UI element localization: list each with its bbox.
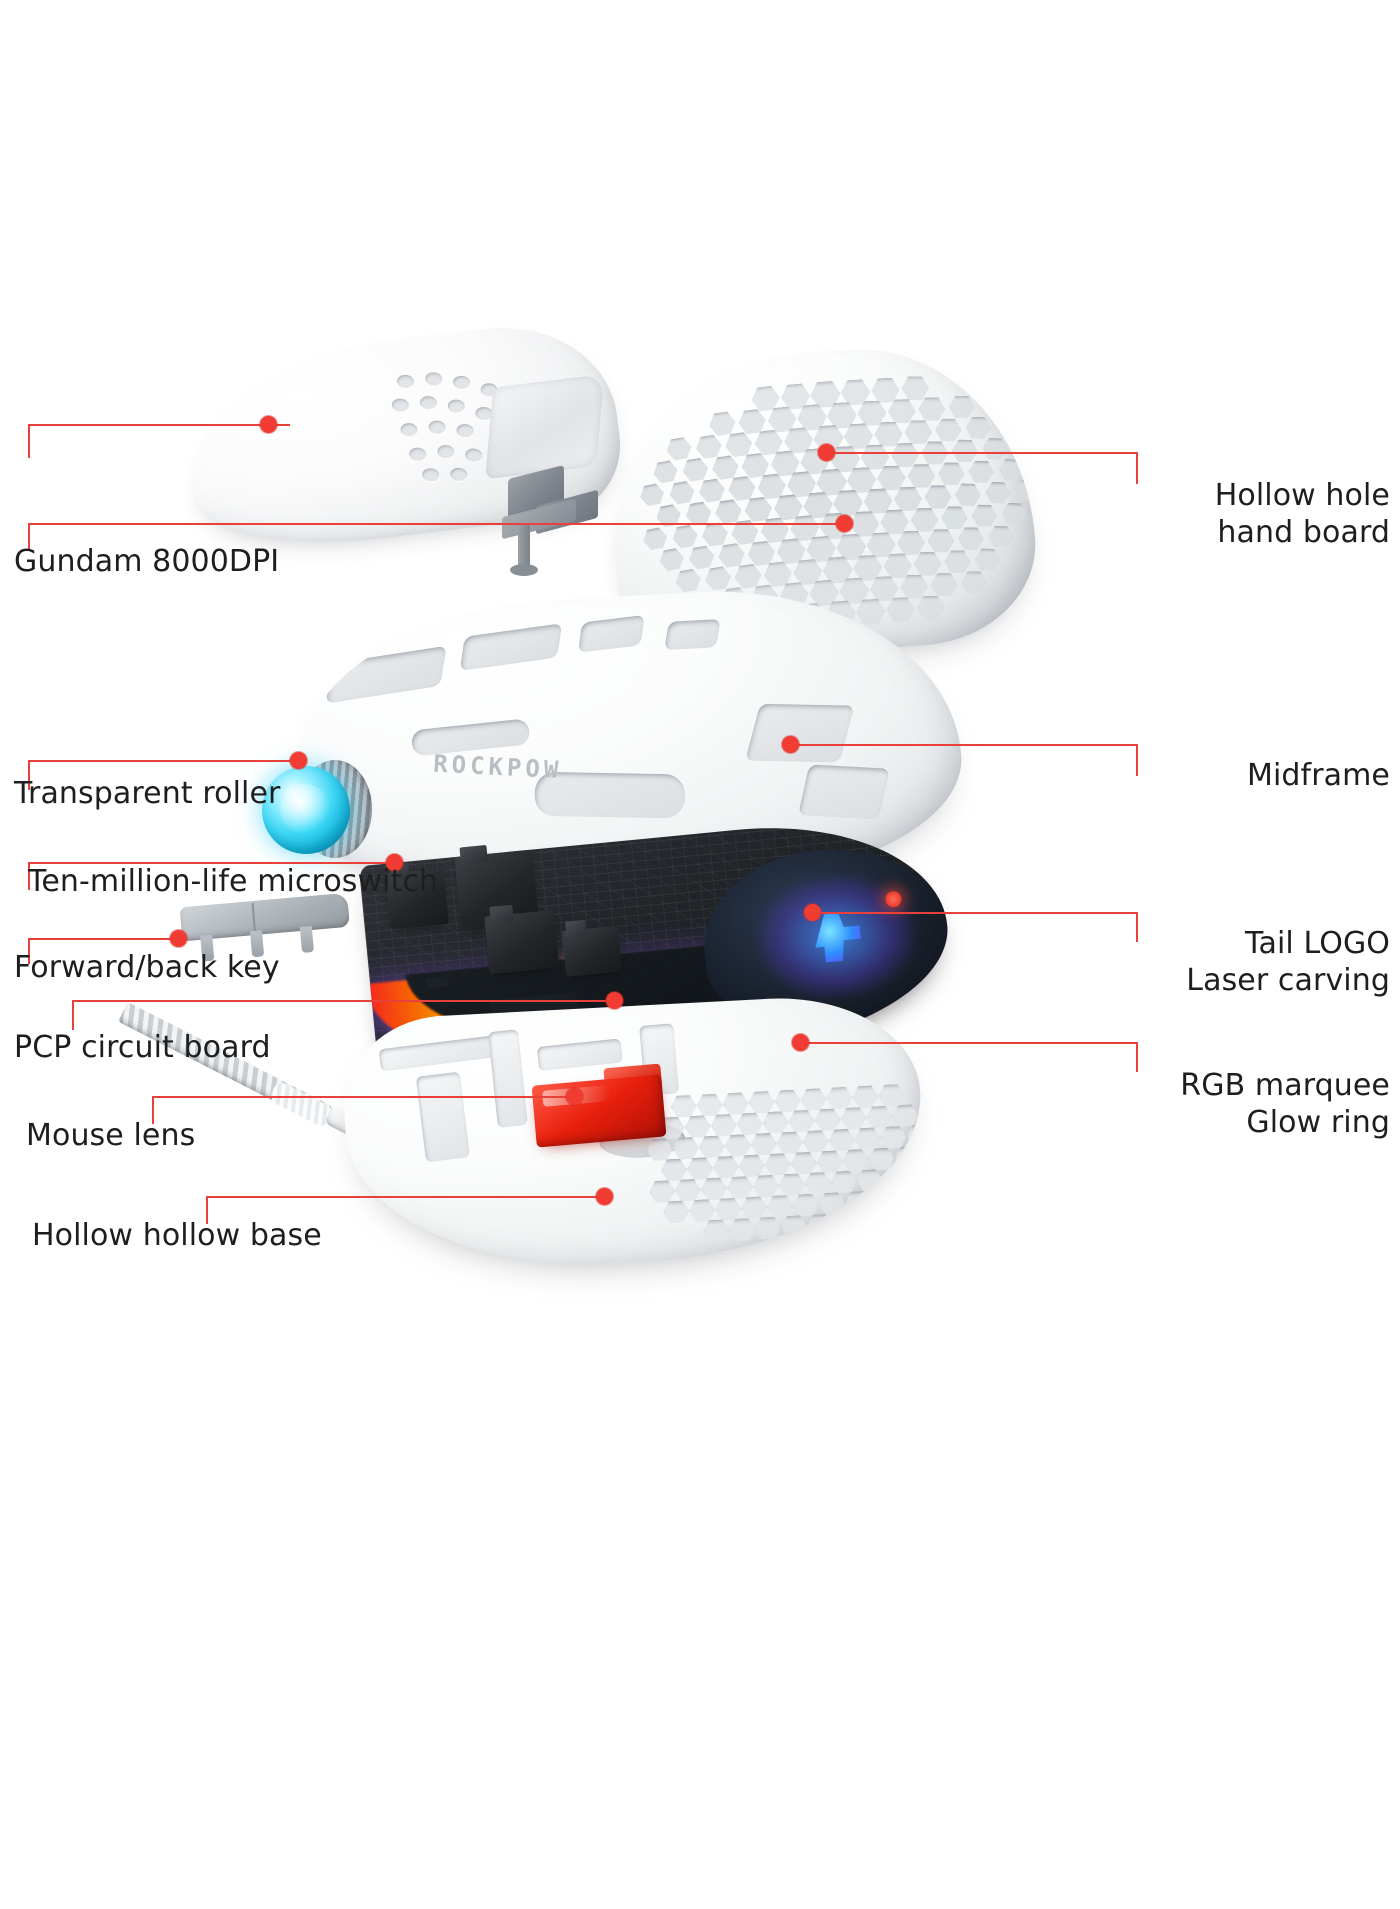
brand-logo: ROCKPOW bbox=[432, 749, 563, 785]
leader-midframe bbox=[782, 736, 1138, 776]
callout-label-hollow-hole-hand-board: Hollow hole hand board bbox=[1214, 478, 1390, 550]
panel-rib bbox=[485, 373, 605, 479]
callout-label-transparent-roller: Transparent roller bbox=[14, 776, 281, 811]
callout-label-tail-logo: Tail LOGO Laser carving bbox=[1186, 926, 1390, 998]
callout-label-mouse-lens: Mouse lens bbox=[26, 1118, 196, 1153]
leader-tail-logo bbox=[804, 904, 1138, 942]
leader-pcp-circuit-board bbox=[72, 992, 623, 1030]
leader-transparent-roller bbox=[28, 752, 307, 790]
transparent-scroll-roller bbox=[262, 760, 374, 860]
leader-hollow-base bbox=[206, 1188, 613, 1224]
callout-label-rgb-marquee: RGB marquee Glow ring bbox=[1180, 1068, 1390, 1140]
callout-label-midframe: Midframe bbox=[1246, 758, 1390, 793]
callout-label-pcp-circuit-board: PCP circuit board bbox=[14, 1030, 271, 1065]
microswitch-right bbox=[561, 919, 623, 977]
callout-label-gundam-sensor: Gundam 8000DPI bbox=[14, 544, 280, 579]
callout-label-microswitch: Ten-million-life microswitch bbox=[28, 864, 439, 899]
leader-hollow-hole-hand-board bbox=[818, 444, 1138, 484]
leader-forward-back-key bbox=[28, 930, 187, 964]
roller-glass-highlight bbox=[280, 784, 330, 834]
leader-microswitch bbox=[28, 854, 403, 890]
leader-rgb-marquee bbox=[792, 1034, 1138, 1072]
callout-label-hollow-base: Hollow hollow base bbox=[32, 1218, 322, 1253]
callout-label-forward-back-key: Forward/back key bbox=[14, 950, 280, 985]
gundam-sensor-block bbox=[498, 465, 608, 578]
leader-mouse-lens bbox=[152, 1088, 583, 1124]
microswitch-mid bbox=[484, 904, 560, 975]
leader-gundam-sensor bbox=[28, 416, 290, 458]
leader-gundam-sensor-rail bbox=[28, 515, 853, 549]
